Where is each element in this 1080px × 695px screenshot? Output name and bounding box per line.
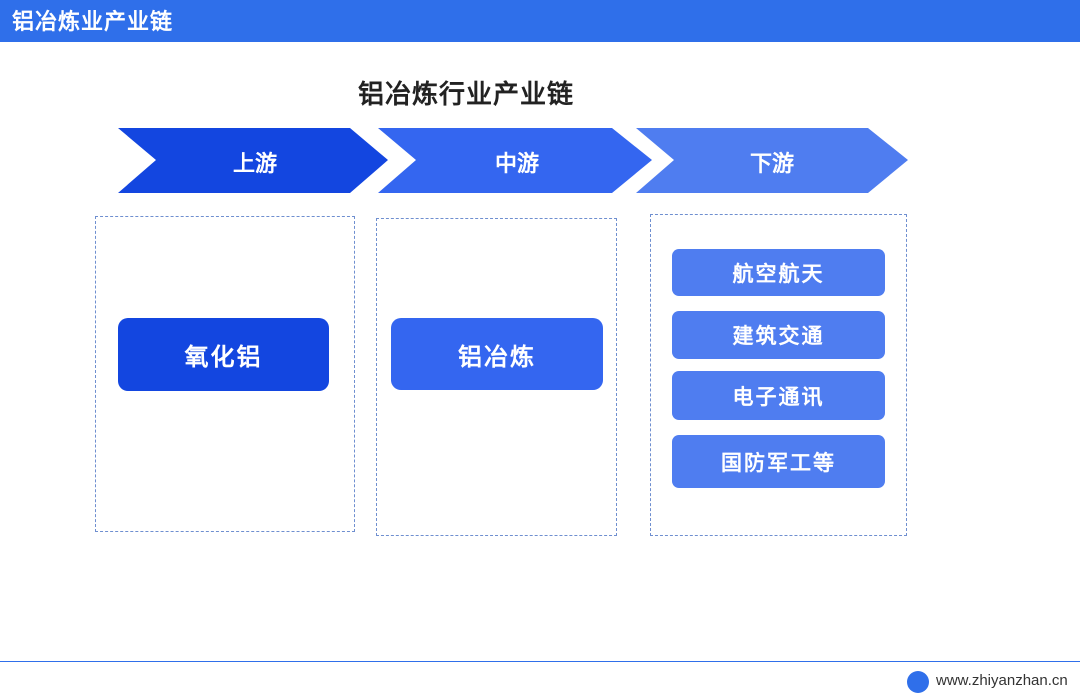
node-downstream-item: 电子通讯: [672, 371, 885, 420]
chevron-midstream: [378, 128, 652, 193]
diagram-title: 铝冶炼行业产业链: [358, 80, 575, 110]
downstream-box: [650, 214, 907, 536]
node-midstream-item: 铝冶炼: [391, 318, 603, 390]
header-bar: 铝冶炼业产业链: [0, 0, 1080, 42]
stage-label-upstream: 上游: [232, 151, 277, 177]
zhiyan-logo-icon: [907, 671, 929, 693]
node-downstream-item: 国防军工等: [672, 435, 885, 488]
footer-divider: [0, 661, 1080, 662]
footer-url: www.zhiyanzhan.cn: [936, 672, 1068, 689]
midstream-box: [376, 218, 617, 536]
stage-chevrons: [118, 128, 908, 193]
upstream-box: [95, 216, 355, 532]
chevron-downstream: [636, 128, 908, 193]
node-upstream-item: 氧化铝: [118, 318, 329, 391]
stage-label-downstream: 下游: [749, 151, 794, 177]
stage-label-midstream: 中游: [494, 151, 539, 177]
node-downstream-item: 建筑交通: [672, 311, 885, 359]
header-title: 铝冶炼业产业链: [12, 9, 174, 35]
chevron-upstream: [118, 128, 388, 193]
node-downstream-item: 航空航天: [672, 249, 885, 296]
